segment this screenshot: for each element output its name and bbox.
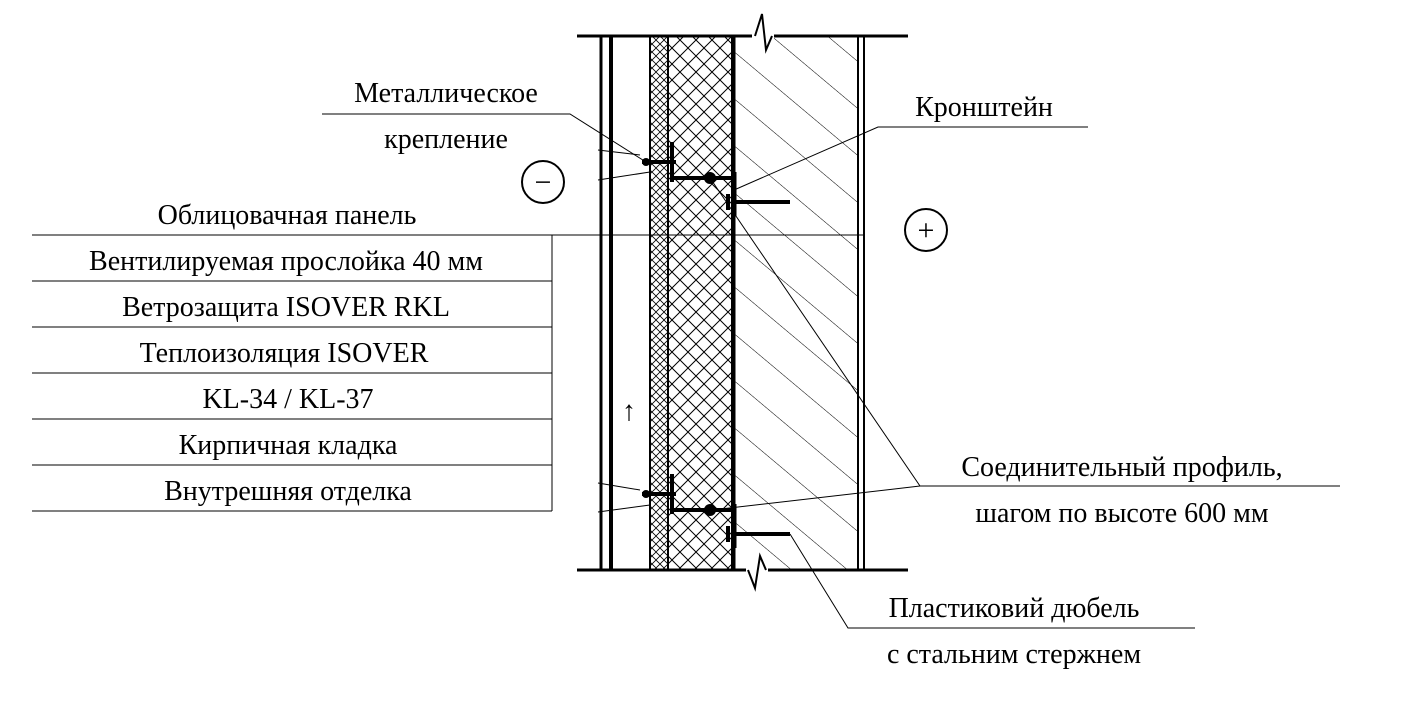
layer-profile-type: KL-34 / KL-37 [202, 384, 373, 415]
wind-barrier-layer [649, 35, 669, 571]
layer-wind-barrier: Ветрозащита ISOVER RKL [122, 292, 450, 323]
layer-brick-masonry: Кирпичная кладка [179, 430, 398, 461]
insulation-layer [667, 35, 733, 571]
label-connecting-profile-line1: Соединительный профиль, [961, 452, 1282, 483]
brick-masonry-layer [734, 36, 858, 570]
layer-thermal-insulation: Теплоизоляция ISOVER [140, 338, 429, 369]
label-plastic-dowel-line2: с стальним стержнем [887, 639, 1141, 670]
leader-plastic-dowel [789, 533, 1195, 629]
plus-sign: + [918, 214, 935, 247]
lower-profile-rivet [704, 504, 716, 516]
fixing-assembly-lower [642, 474, 790, 548]
leader-metal-fastening [322, 113, 647, 163]
break-mark-top [754, 13, 773, 54]
label-plastic-dowel-line1: Пластиковий дюбель [889, 593, 1140, 624]
label-bracket: Кронштейн [915, 92, 1053, 123]
minus-circle [521, 160, 565, 204]
lower-clip-rivet [642, 490, 650, 498]
leader-bracket [733, 126, 1088, 191]
label-metal-fastening-line2: крепление [384, 124, 508, 155]
airflow-arrow-icon: ↑ [622, 396, 636, 427]
layer-facing-panel: Облицовачная панель [158, 200, 417, 231]
callout-leaders [32, 113, 1340, 629]
plus-circle [904, 208, 948, 252]
gap-tick-marks [597, 149, 651, 513]
leader-connecting-profile-bottom [711, 485, 921, 511]
layer-interior-finish: Внутрешняя отделка [164, 476, 412, 507]
label-metal-fastening-line1: Металлическое [354, 78, 538, 109]
layer-ventilated-gap: Вентилируемая прослойка 40 мм [89, 246, 483, 277]
label-connecting-profile-line2: шагом по высоте 600 мм [975, 498, 1268, 529]
minus-symbol: − [521, 160, 565, 204]
plus-symbol: + [904, 208, 948, 252]
minus-sign: − [535, 166, 552, 199]
layer-table-lines [32, 235, 553, 512]
wall-section [577, 8, 908, 592]
break-mark-bottom [747, 552, 767, 592]
